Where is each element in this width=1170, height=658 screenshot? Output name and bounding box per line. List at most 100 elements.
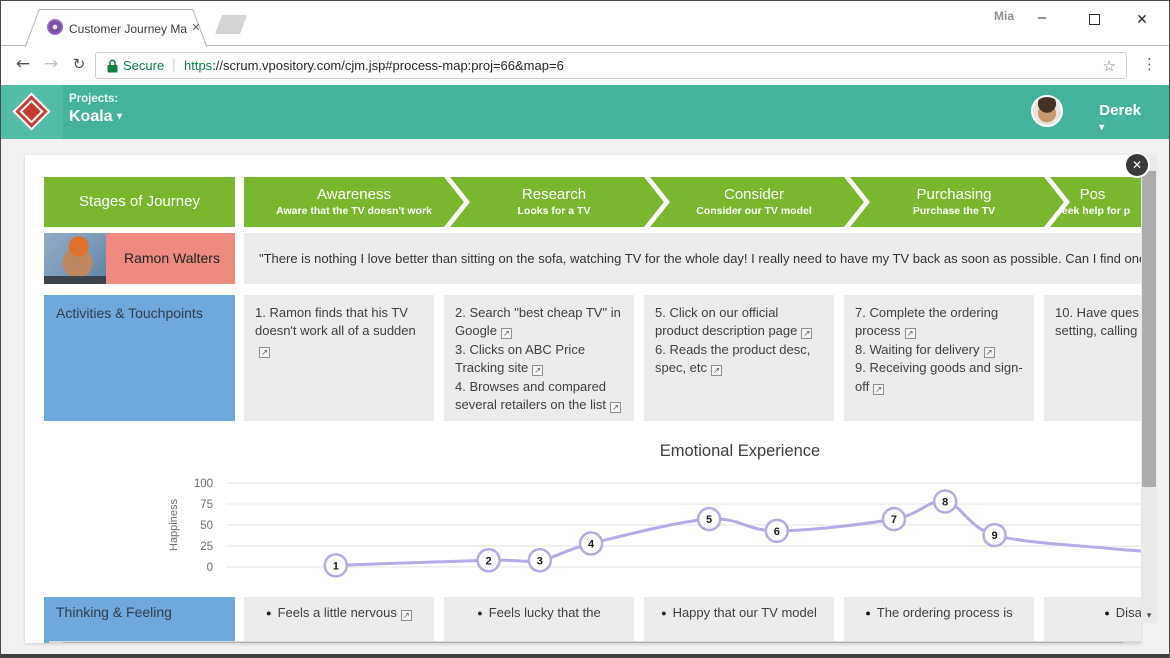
app-logo-block[interactable] xyxy=(1,85,63,139)
forward-icon[interactable]: → xyxy=(43,54,59,74)
back-icon[interactable]: ← xyxy=(15,54,31,74)
open-link-icon[interactable]: ↗ xyxy=(873,383,885,395)
reload-icon[interactable]: ↻ xyxy=(72,55,86,73)
thought-text: The ordering process is xyxy=(876,605,1013,620)
thought-text: Happy that our TV model xyxy=(672,605,817,620)
emotion-point-2[interactable]: 2 xyxy=(476,548,501,573)
activity-cell[interactable]: 7. Complete the ordering process↗8. Wait… xyxy=(844,295,1034,421)
point-circle xyxy=(527,548,553,573)
browser-toolbar: ← → ↻ Secure | https://scrum.vpository.c… xyxy=(1,46,1169,85)
point-circle xyxy=(476,548,501,573)
thought-cell[interactable]: ●Feels lucky that the xyxy=(444,597,634,643)
close-panel-button[interactable]: ✕ xyxy=(1126,154,1148,176)
activity-item: setting, calling xyxy=(1055,323,1138,339)
url-rest: ://scrum.vpository.com/cjm.jsp#process-m… xyxy=(212,58,564,73)
project-selector[interactable]: Projects: Koala ▾ xyxy=(69,93,122,126)
emotion-point-6[interactable]: 6 xyxy=(764,518,790,544)
bullet-icon: ● xyxy=(1104,608,1110,618)
stage-name: Research xyxy=(521,186,587,203)
point-circle xyxy=(881,506,907,532)
tab-favicon-icon xyxy=(47,19,63,35)
vertical-scrollbar[interactable]: ▾ xyxy=(1141,155,1157,623)
emotion-point-8[interactable]: 8 xyxy=(932,489,958,514)
activity-item: 1. Ramon finds that his TV doesn't work … xyxy=(255,305,416,358)
activity-item: 2. Search "best cheap TV" in Google↗ xyxy=(455,305,621,340)
chart-title: Emotional Experience xyxy=(660,442,821,460)
emotion-point-3[interactable]: 3 xyxy=(527,548,553,573)
bullet-icon: ● xyxy=(865,608,871,618)
projects-label: Projects: xyxy=(69,93,119,105)
open-link-icon[interactable]: ↗ xyxy=(711,365,723,377)
maximize-icon xyxy=(1088,14,1100,25)
tab-close-icon[interactable]: ✕ xyxy=(191,22,201,34)
thought-cell[interactable]: ● The ordering process is xyxy=(844,597,1034,643)
open-link-icon[interactable]: ↗ xyxy=(500,328,512,340)
browser-tab[interactable]: Customer Journey Mapp ✕ xyxy=(25,9,207,46)
point-label: 1 xyxy=(333,560,339,572)
emotion-point-5[interactable]: 5 xyxy=(696,506,722,532)
open-link-icon[interactable]: ↗ xyxy=(801,328,813,340)
bullet-icon: ● xyxy=(266,608,272,618)
minimize-button[interactable]: – xyxy=(1037,9,1047,26)
menu-kebab-icon[interactable]: ⋮ xyxy=(1142,55,1157,73)
horizontal-scrollbar-thumb[interactable] xyxy=(63,642,1123,643)
point-circle xyxy=(932,489,958,514)
thought-text: Feels lucky that the xyxy=(488,605,601,620)
open-link-icon[interactable]: ↗ xyxy=(259,346,270,358)
persona-quote: "There is nothing I love better than sit… xyxy=(244,233,1141,284)
persona-cell[interactable]: Ramon Walters xyxy=(106,233,235,284)
y-tick-label: 100 xyxy=(194,478,213,490)
stage-name: Awareness xyxy=(317,186,391,203)
point-circle xyxy=(696,506,722,532)
horizontal-scrollbar[interactable]: ◄ ► xyxy=(49,641,1141,643)
vertical-scrollbar-thumb[interactable] xyxy=(1142,171,1156,487)
chrome-profile-name[interactable]: Mia xyxy=(994,9,1015,23)
close-window-button[interactable]: ✕ xyxy=(1136,11,1148,27)
persona-photo xyxy=(44,233,106,284)
thought-cell[interactable]: ●Feels a little nervous↗ xyxy=(244,597,434,643)
bookmark-star-icon[interactable]: ☆ xyxy=(1102,57,1116,75)
emotion-point-7[interactable]: 7 xyxy=(881,506,907,532)
emotion-point-9[interactable]: 9 xyxy=(982,522,1007,548)
open-link-icon[interactable]: ↗ xyxy=(400,610,412,621)
user-avatar xyxy=(1031,95,1063,127)
url-text[interactable]: https://scrum.vpository.com/cjm.jsp#proc… xyxy=(184,58,564,73)
emotion-point-1[interactable]: 1 xyxy=(323,553,349,578)
stage-name: Pos xyxy=(1079,186,1106,203)
point-circle xyxy=(578,531,604,556)
window-bottom-border xyxy=(1,654,1169,657)
thought-cell[interactable]: ●Happy that our TV model xyxy=(644,597,834,643)
address-bar[interactable]: Secure | https://scrum.vpository.com/cjm… xyxy=(95,52,1127,79)
activity-cell[interactable]: 1. Ramon finds that his TV doesn't work … xyxy=(244,295,434,421)
scroll-down-icon[interactable]: ▾ xyxy=(1146,611,1152,621)
open-link-icon[interactable]: ↗ xyxy=(610,402,622,414)
visual-paradigm-logo-icon xyxy=(12,92,51,131)
tabstrip-divider xyxy=(1,45,1169,46)
point-label: 6 xyxy=(774,526,780,538)
stage-name: Consider xyxy=(723,186,785,203)
y-tick-label: 0 xyxy=(207,562,213,574)
open-link-icon[interactable]: ↗ xyxy=(904,328,916,340)
thought-text: Disappoin xyxy=(1115,605,1141,620)
activity-cell[interactable]: 5. Click on our official product descrip… xyxy=(644,295,834,421)
open-link-icon[interactable]: ↗ xyxy=(983,346,995,358)
activity-cell[interactable]: 2. Search "best cheap TV" in Google↗3. C… xyxy=(444,295,634,421)
maximize-button[interactable] xyxy=(1079,7,1109,33)
y-tick-label: 75 xyxy=(200,499,213,511)
thought-cell[interactable]: ● Disappoin xyxy=(1044,597,1141,643)
new-tab-button[interactable] xyxy=(215,15,247,34)
open-link-icon[interactable]: ↗ xyxy=(532,365,544,377)
point-circle xyxy=(323,553,349,578)
stage-desc: Purchase the TV xyxy=(912,205,996,217)
stage-desc: Seek help for p xyxy=(1054,205,1131,217)
emotion-point-4[interactable]: 4 xyxy=(578,531,604,556)
point-label: 4 xyxy=(588,538,595,550)
persona-name: Ramon Walters xyxy=(124,250,220,266)
